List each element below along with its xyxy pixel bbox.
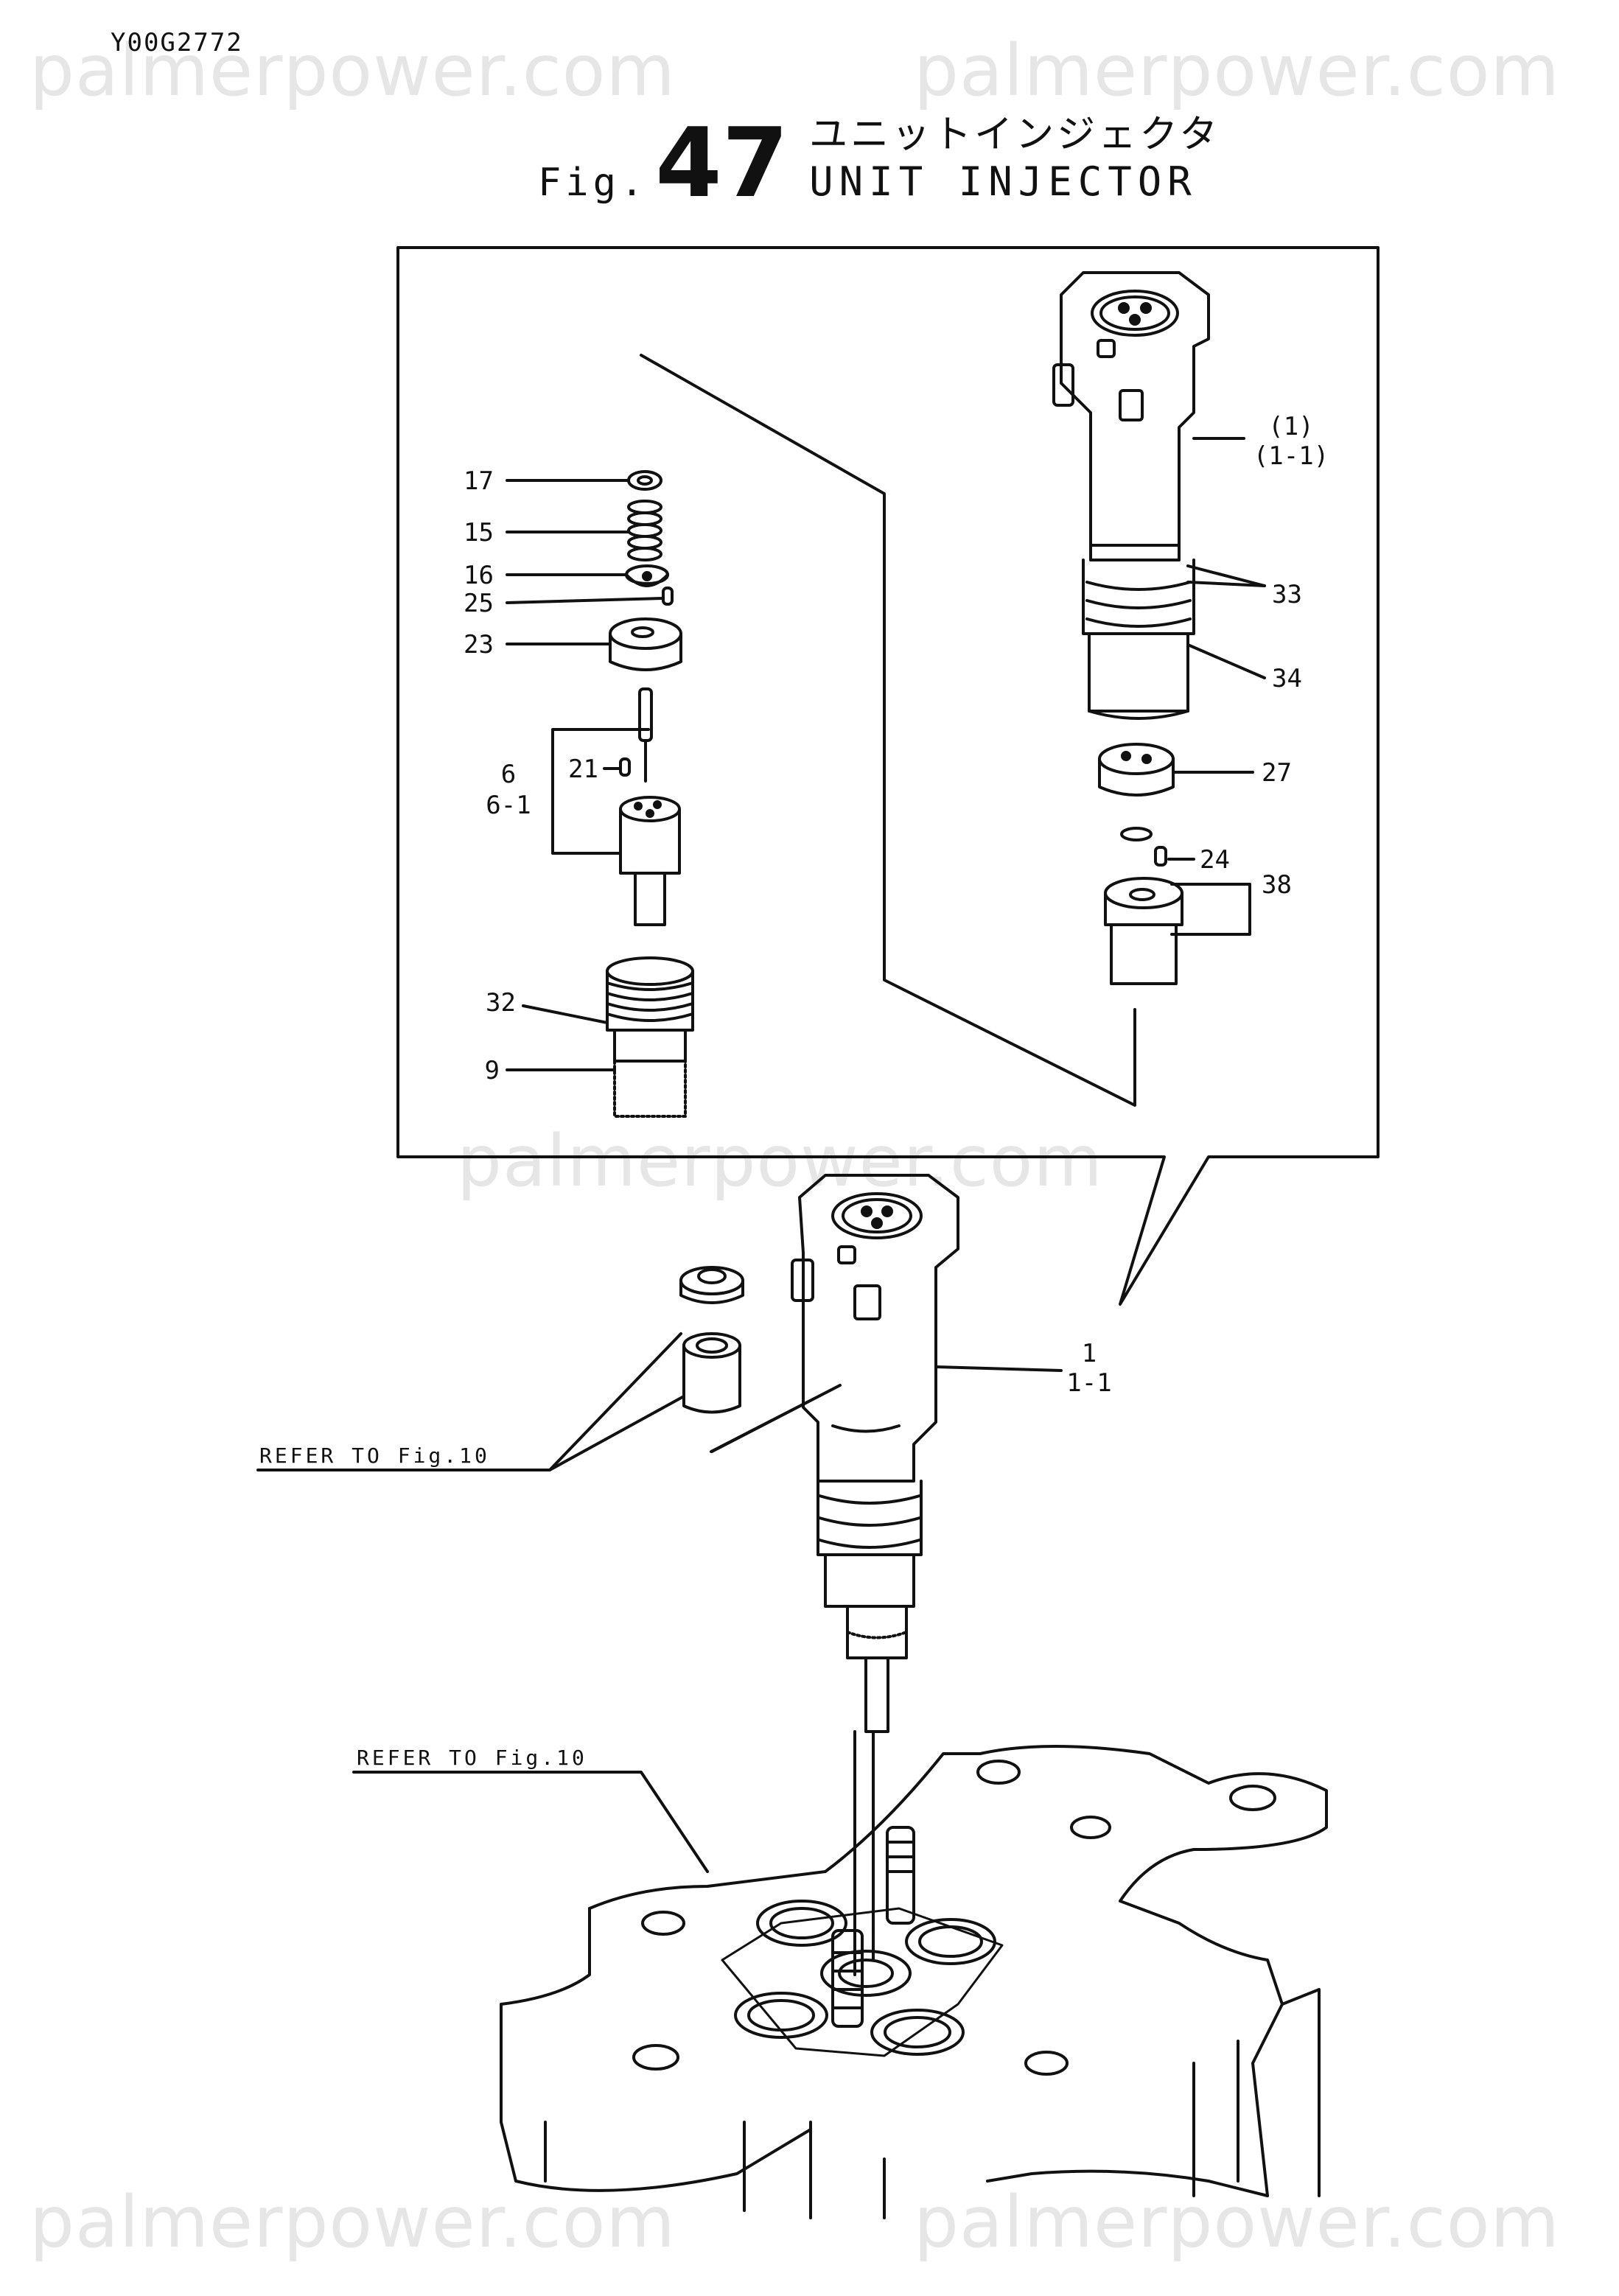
- injector-body-detail-shape: [1052, 271, 1210, 720]
- label-1-1-paren: (1-1): [1253, 441, 1329, 471]
- bracket-38: [1170, 883, 1251, 936]
- label-21: 21: [568, 755, 598, 784]
- right-assembly-leaders: [1167, 437, 1266, 861]
- plate-27-shape: [1098, 743, 1175, 797]
- label-6-1: 6-1: [486, 791, 531, 820]
- watermark-top-left: palmerpower.com: [29, 29, 676, 112]
- label-9: 9: [485, 1056, 500, 1085]
- spring-seat-16-shape: [625, 564, 669, 587]
- reference-lower: REFER TO Fig.10: [357, 1746, 587, 1770]
- label-38: 38: [1262, 870, 1292, 900]
- figure-prefix: Fig.: [538, 161, 648, 205]
- label-6: 6: [501, 760, 516, 789]
- pin-21-shape: [619, 757, 631, 777]
- label-33: 33: [1272, 580, 1302, 609]
- document-code: Y00G2772: [111, 28, 243, 57]
- label-16: 16: [464, 561, 494, 590]
- reference-labels: REFER TO Fig.10 REFER TO Fig.10: [259, 1443, 587, 1770]
- needle-shape: [638, 687, 653, 783]
- label-34: 34: [1272, 664, 1302, 693]
- unit-injector-shape: [791, 1174, 959, 1932]
- label-17: 17: [464, 466, 494, 496]
- watermark-middle: palmerpower.com: [457, 1120, 1103, 1203]
- reference-upper: REFER TO Fig.10: [259, 1443, 490, 1468]
- label-1-paren: (1): [1268, 412, 1313, 441]
- label-1-1: 1-1: [1066, 1368, 1111, 1398]
- label-24: 24: [1200, 845, 1230, 875]
- assembly-leader-line: [640, 354, 1136, 1107]
- detail-box-outline: [396, 246, 1380, 1306]
- washer-17-shape: [627, 470, 662, 491]
- pin-24-shape: [1154, 846, 1167, 867]
- watermark-bottom-left: palmerpower.com: [29, 2181, 676, 2264]
- label-32: 32: [486, 988, 516, 1018]
- nozzle-body-shape: [619, 796, 681, 926]
- label-23: 23: [464, 630, 494, 659]
- bracket-6: [551, 728, 650, 855]
- body-38-shape: [1104, 877, 1183, 985]
- spacer-23-shape: [609, 617, 682, 671]
- spring-15-shape: [627, 500, 662, 561]
- figure-titles: ユニットインジェクタ UNIT INJECTOR: [809, 103, 1220, 211]
- figure-title: Fig. 47 ユニットインジェクタ UNIT INJECTOR: [538, 103, 1220, 211]
- sleeve-shape: [682, 1332, 741, 1414]
- title-japanese: ユニットインジェクタ: [809, 113, 1221, 157]
- left-stack-leaders: [506, 479, 665, 1071]
- main-injector-leaders: [256, 1332, 1063, 1873]
- label-15: 15: [464, 518, 494, 547]
- title-english: UNIT INJECTOR: [809, 158, 1197, 205]
- shim-shape: [1120, 827, 1153, 841]
- label-27: 27: [1262, 758, 1292, 788]
- watermark-top-right: palmerpower.com: [914, 29, 1560, 112]
- pin-25-shape: [662, 587, 674, 606]
- label-1: 1: [1082, 1339, 1097, 1368]
- cylinder-head-shape: [500, 1745, 1328, 2219]
- label-25: 25: [464, 589, 494, 618]
- nozzle-nut-32-shape: [606, 956, 694, 1118]
- watermark-bottom-right: palmerpower.com: [914, 2181, 1560, 2264]
- figure-number: 47: [655, 107, 789, 219]
- callout-labels: 17 15 16 25 23 6 6-1 21 32 9 (1) (1-1) 3…: [464, 412, 1329, 1398]
- seal-cap-shape: [679, 1266, 744, 1304]
